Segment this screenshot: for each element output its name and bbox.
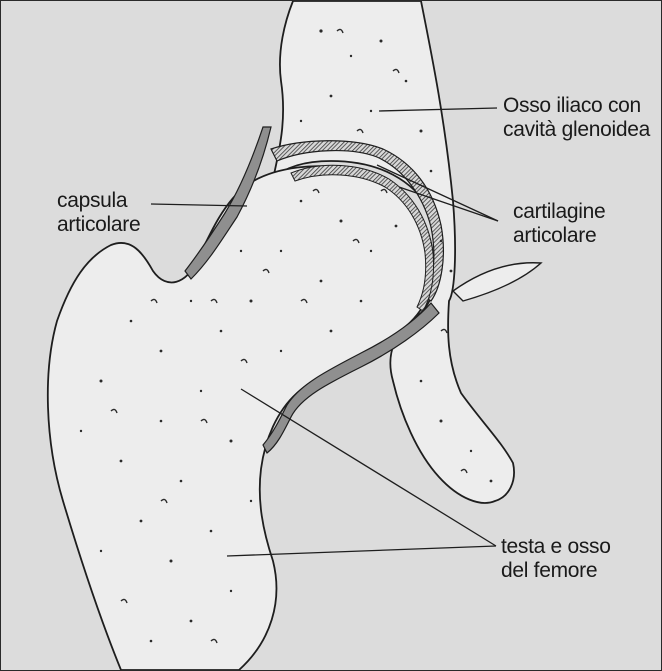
capsule-label-line1: capsula: [57, 189, 140, 213]
capsule-label: capsula articolare: [57, 189, 140, 237]
ligament-spur: [453, 263, 541, 301]
femur-label-line2: del femore: [501, 559, 611, 583]
ilium-label-line1: Osso iliaco con: [503, 94, 650, 118]
ilium-label: Osso iliaco con cavità glenoidea: [503, 94, 650, 142]
cartilage-label: cartilagine articolare: [513, 200, 605, 248]
cartilage-label-line1: cartilagine: [513, 200, 605, 224]
femur-bone: [48, 166, 434, 670]
cartilage-label-line2: articolare: [513, 224, 605, 248]
capsule-label-line2: articolare: [57, 213, 140, 237]
femur-label-line1: testa e osso: [501, 535, 611, 559]
ilium-label-line2: cavità glenoidea: [503, 118, 650, 142]
femur-label: testa e osso del femore: [501, 535, 611, 583]
